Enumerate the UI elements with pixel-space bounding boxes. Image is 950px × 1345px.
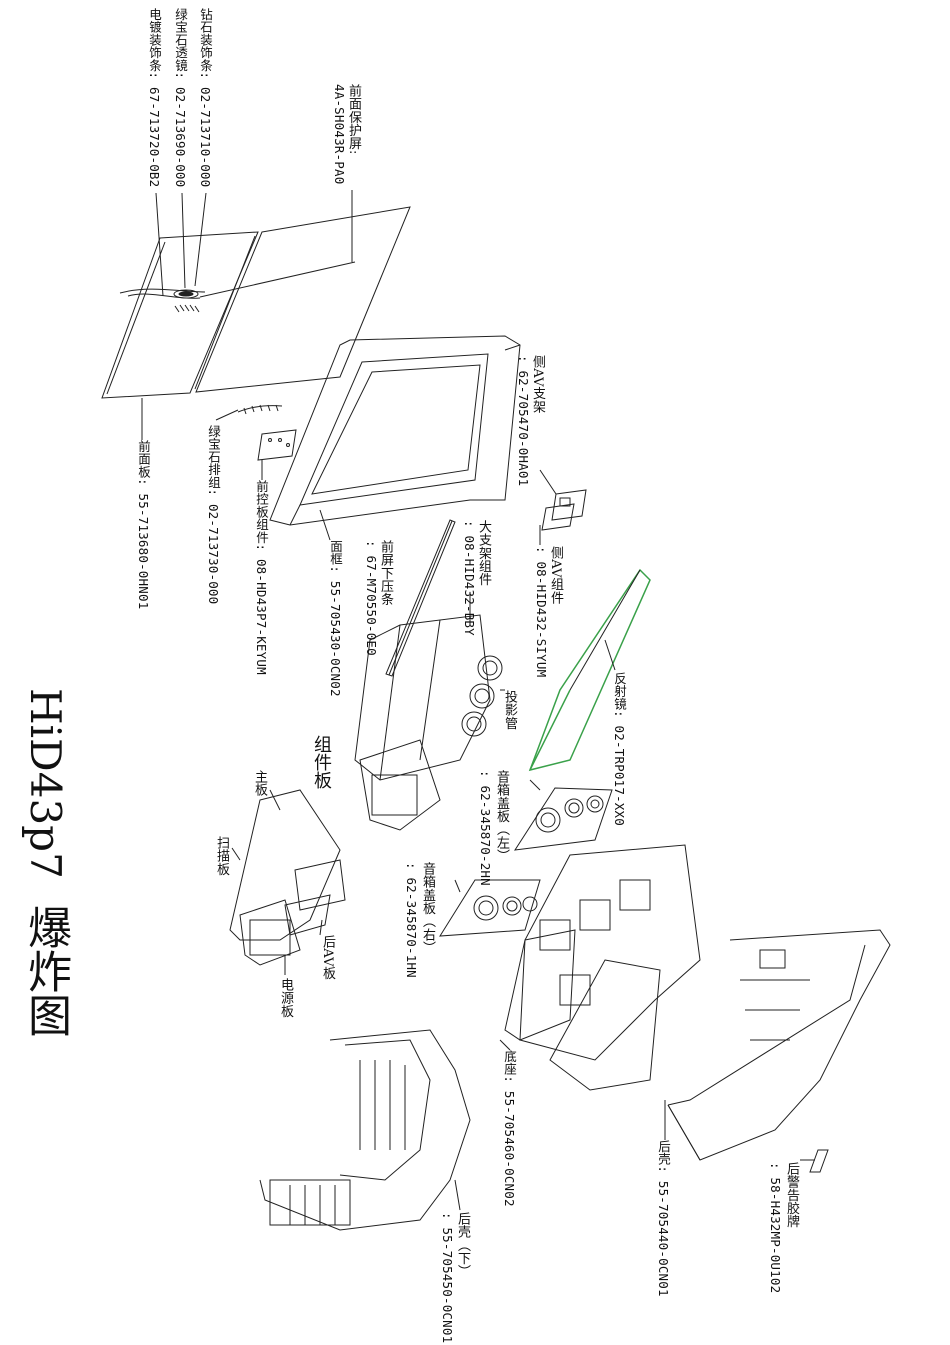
label-scan-board: 扫描板 [214,836,229,876]
label-front-panel: 前面板: 55-713680-0HN01 [136,440,151,610]
mirror-part [530,570,650,770]
label-rear-shell: 后壳: 55-705440-0CN01 [656,1140,671,1297]
leader-lines-top [142,190,352,440]
label-speaker-cover-right-title: 音箱盖板（右） [420,862,435,955]
front-panel-part [102,207,410,398]
label-front-screen-strip-title: 前屏下压条 [378,540,393,606]
label-side-av-bracket-code: : 62-705470-0HA01 [516,355,531,487]
label-side-av-bracket-title: 侧AV支架 [530,355,545,414]
label-diamond-trim: 钻石装饰条: 02-713710-000 [198,8,213,188]
label-power-board: 电源板 [278,978,293,1018]
label-side-av-assy-title: 侧AV组件 [548,546,563,605]
label-speaker-cover-left-code: : 62-345870-2HN [478,770,493,886]
drawing-title-suffix: 爆炸图 [20,905,71,1037]
label-front-screen-title: 前面保护屏: [346,84,361,155]
label-emerald-lens: 绿宝石透镜: 02-713690-000 [173,8,188,188]
label-mirror: 反射镜: 02-TRP017-XX0 [612,672,627,826]
label-speaker-cover-left-title: 音箱盖板（左） [494,770,509,863]
label-speaker-cover-right-code: : 62-345870-1HN [404,862,419,978]
label-front-ctrl-board: 前控板组件: 08-HD43P7-KEYUM [254,480,269,675]
label-base: 底座: 55-705460-0CN02 [502,1050,517,1207]
face-frame-part [270,336,520,540]
speaker-cover-right-part [440,880,540,936]
label-rear-shell-lower-code: : 55-705450-0CN01 [440,1212,455,1344]
label-emerald-bar: 绿宝石排组: 02-713730-000 [206,425,221,605]
label-face-frame: 面框: 55-705430-0CN02 [328,540,343,697]
label-big-bracket-title: 大支架组件 [476,520,491,586]
base-part [500,845,700,1090]
label-plated-trim: 电镀装饰条: 67-713720-0B2 [147,8,162,188]
rear-shell-part [665,930,890,1160]
front-screen-strip-part [386,520,455,676]
label-rear-shell-lower-title: 后壳（下） [455,1212,470,1278]
group-label: 组件板 [311,735,332,789]
label-front-screen-code: 4A-SH043R-PA0 [332,84,347,185]
rear-shell-lower-part [260,1030,470,1230]
label-projection-tube: 投影管 [502,690,517,730]
side-av-parts [540,470,586,545]
boards-group-part [230,790,345,975]
label-front-screen-strip-code: : 67-M70550-0E0 [364,540,379,656]
label-big-bracket-code: : 08-HID432-BBY [462,520,477,636]
rear-warning-label-part [800,1150,828,1172]
drawing-title: HiD43p7 [21,688,70,879]
speaker-cover-left-part [515,780,612,850]
label-rear-av-board: 后AV板 [320,935,335,980]
label-side-av-assy-code: : 08-HID432-SIYUM [534,546,549,678]
label-main-board: 主板 [252,770,267,797]
label-rear-warning-title: 后警告胶牌 [784,1162,799,1228]
front-control-parts [216,405,296,480]
label-rear-warning-code: : 58-H432MP-0U102 [768,1162,783,1294]
big-bracket-part [355,595,505,830]
